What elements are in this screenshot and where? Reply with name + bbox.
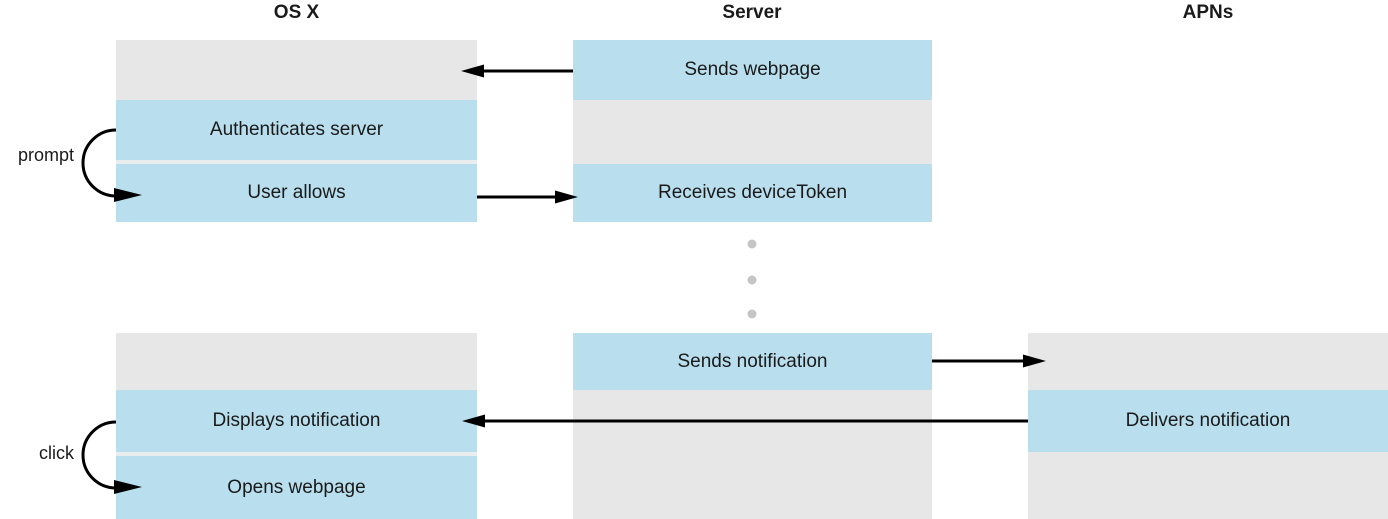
- server-lane-empty-segment-bottom: [573, 390, 932, 519]
- step-label: Authenticates server: [209, 119, 384, 140]
- step-authenticates-server: Authenticates server: [116, 100, 477, 160]
- apns-lane-empty-segment-bottom: [1028, 452, 1388, 519]
- click-annotation-label: click: [39, 443, 74, 463]
- arrow-sends-webpage-to-osx: [461, 64, 573, 78]
- step-label: Delivers notification: [1125, 410, 1291, 431]
- osx-lane-empty-segment-top: [116, 40, 477, 100]
- column-title-osx: OS X: [273, 2, 320, 23]
- step-label: Displays notification: [212, 410, 381, 431]
- arrow-user-allows-to-receives-devicetoken: [477, 190, 578, 204]
- step-label: User allows: [247, 182, 346, 203]
- step-label: Sends webpage: [684, 59, 821, 80]
- step-delivers-notification: Delivers notification: [1028, 390, 1388, 452]
- step-label: Sends notification: [677, 350, 828, 372]
- step-label: Receives deviceToken: [657, 182, 848, 203]
- step-sends-notification: Sends notification: [573, 333, 932, 390]
- prompt-annotation-label: prompt: [17, 145, 74, 165]
- apns-lane-empty-segment-top: [1028, 333, 1388, 390]
- step-displays-notification: Displays notification: [116, 390, 477, 452]
- step-divider: [116, 452, 477, 456]
- osx-lane-empty-segment-bottom: [116, 333, 477, 390]
- server-lane-empty-segment-top: [573, 100, 932, 164]
- step-label: Opens webpage: [227, 476, 366, 498]
- step-sends-webpage: Sends webpage: [573, 40, 932, 100]
- step-receives-devicetoken: Receives deviceToken: [573, 164, 932, 222]
- step-divider: [116, 160, 477, 164]
- step-user-allows: User allows: [116, 164, 477, 222]
- column-title-apns: APNs: [1182, 2, 1234, 23]
- step-opens-webpage: Opens webpage: [116, 456, 477, 519]
- ellipsis-dots: [747, 239, 757, 319]
- column-title-server: Server: [722, 2, 782, 23]
